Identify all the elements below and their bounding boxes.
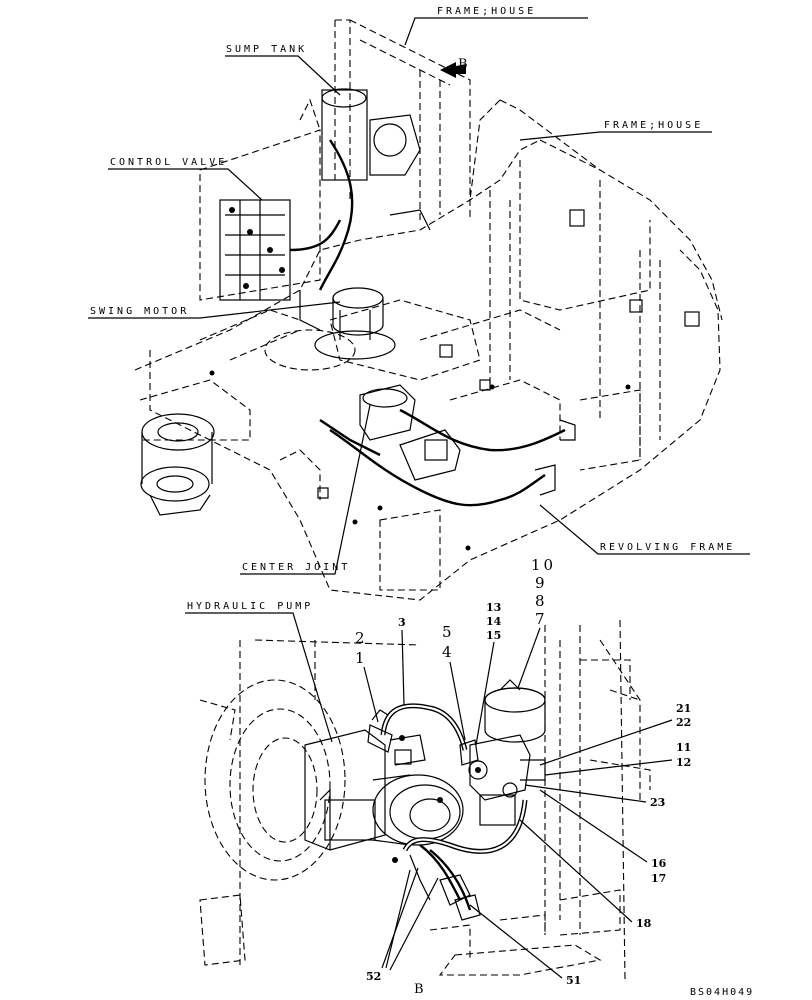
callout-16: 16: [651, 857, 667, 870]
label-hydraulic-pump: HYDRAULIC PUMP: [187, 601, 313, 612]
callout-51: 51: [566, 974, 581, 987]
pilot-filter-sketch: [459, 679, 546, 826]
callout-2: 2: [355, 629, 368, 647]
control-valve-sketch: [219, 199, 342, 331]
callout-23: 23: [650, 796, 665, 809]
callout-11: 11: [676, 741, 691, 754]
view-b-arrow: B: [440, 57, 468, 78]
center-joint-sketch: [359, 384, 461, 481]
callout-7: 7: [535, 610, 548, 628]
callout-14: 14: [486, 615, 502, 628]
lower-leaders: HYDRAULIC PUMP 2 1 3 5 4 13 14 15 10 9 8…: [185, 556, 691, 987]
callout-9: 9: [535, 574, 548, 592]
label-control-valve: CONTROL VALVE: [110, 157, 227, 168]
callout-15: 15: [486, 629, 501, 642]
label-swing-motor: SWING MOTOR: [90, 306, 189, 317]
hydraulic-pump-sketch: [304, 729, 464, 863]
view-b-label-bottom: B: [414, 982, 424, 997]
label-frame-house-right: FRAME;HOUSE: [604, 120, 703, 131]
callout-1: 1: [355, 649, 368, 667]
callout-10: 10: [531, 556, 556, 574]
callout-5: 5: [442, 623, 455, 641]
callout-8: 8: [535, 592, 548, 610]
drawing-code: BS04H049: [690, 987, 754, 998]
lower-assembly-drawing: [199, 619, 651, 981]
callout-18: 18: [636, 917, 652, 930]
callout-22: 22: [676, 716, 691, 729]
callout-3: 3: [398, 616, 406, 629]
callout-52: 52: [366, 970, 381, 983]
callout-12: 12: [676, 756, 691, 769]
upper-assembly-drawing: [134, 19, 723, 601]
label-center-joint: CENTER JOINT: [242, 562, 350, 573]
label-revolving-frame: REVOLVING FRAME: [600, 542, 735, 553]
upper-leaders: FRAME;HOUSE SUMP TANK FRAME;HOUSE CONTRO…: [88, 6, 750, 575]
callout-17: 17: [651, 872, 666, 885]
view-b-label-top: B: [458, 57, 468, 72]
label-sump-tank: SUMP TANK: [226, 44, 307, 55]
label-frame-house-top: FRAME;HOUSE: [437, 6, 536, 17]
callout-4: 4: [442, 643, 455, 661]
swing-motor-sketch: [314, 287, 396, 360]
callout-21: 21: [676, 702, 691, 715]
callout-13: 13: [486, 601, 501, 614]
